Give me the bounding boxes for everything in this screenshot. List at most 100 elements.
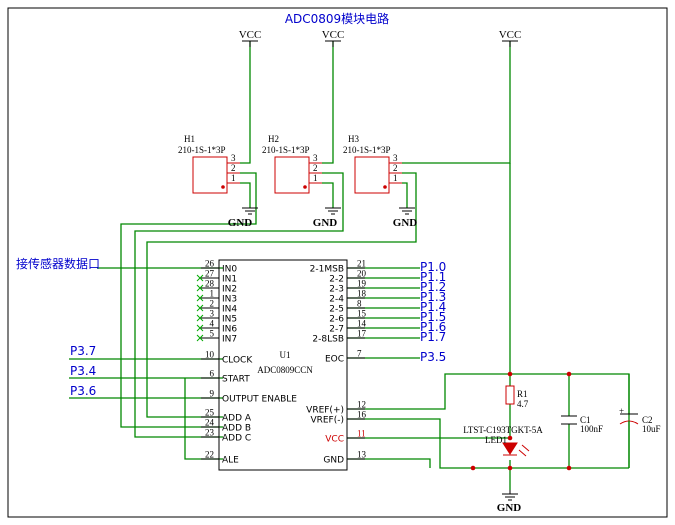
chip-pin-name: 2-3 xyxy=(329,285,344,295)
header-pin: 1 xyxy=(313,173,318,183)
chip-pin-number: 12 xyxy=(357,400,366,410)
chip-pin-number: 27 xyxy=(205,269,215,279)
gnd-symbol: GND xyxy=(313,207,341,229)
header-h1: H1 210-1S-1*3P 3 2 1 xyxy=(178,134,240,194)
led-part: LTST-C193TGKT-5A xyxy=(463,425,543,435)
header-ref: H1 xyxy=(184,134,195,144)
chip-part: ADC0809CCN xyxy=(257,365,313,375)
chip-pin-number: 19 xyxy=(357,279,367,289)
header-value: 210-1S-1*3P xyxy=(262,145,310,155)
chip-pin-name: OUTPUT ENABLE xyxy=(222,395,297,405)
vcc-label: VCC xyxy=(499,29,522,41)
chip-pin-name: 2-6 xyxy=(329,315,344,325)
chip-pin-number: 17 xyxy=(357,329,367,339)
chip-pin-number: 15 xyxy=(357,309,367,319)
chip-pin-name: IN3 xyxy=(222,295,237,305)
net-label-port: P1.3 xyxy=(420,290,446,304)
chip-pin-number: 5 xyxy=(210,329,215,339)
chip-u1: U1 ADC0809CCN 26IN027IN128IN21IN32IN43IN… xyxy=(196,259,446,471)
chip-pin-name: 2-4 xyxy=(329,295,344,305)
net-label-p34: P3.4 xyxy=(70,364,96,378)
chip-pin-name: EOC xyxy=(325,355,344,365)
c2-ref: C2 xyxy=(642,415,653,425)
chip-pin-number: 26 xyxy=(205,259,215,269)
header-pin: 1 xyxy=(231,173,236,183)
chip-pin-name: IN2 xyxy=(222,285,237,295)
net-label-port: P1.2 xyxy=(420,280,446,294)
chip-pin-number: 24 xyxy=(205,418,215,428)
chip-pin-name: GND xyxy=(323,456,344,466)
c1-value: 100nF xyxy=(580,424,603,434)
header-value: 210-1S-1*3P xyxy=(343,145,391,155)
chip-pin-number: 11 xyxy=(357,429,366,439)
chip-pin-number: 23 xyxy=(205,428,215,438)
led1: LTST-C193TGKT-5A LED1 xyxy=(463,425,543,457)
led-ref: LED1 xyxy=(485,435,507,445)
chip-pin-name: IN1 xyxy=(222,275,237,285)
header-ref: H3 xyxy=(348,134,359,144)
wire-layer xyxy=(69,41,630,490)
chip-pin-name: CLOCK xyxy=(222,356,253,366)
gnd-symbol: GND xyxy=(393,207,417,229)
chip-pin-number: 9 xyxy=(210,389,215,399)
net-label-p37: P3.7 xyxy=(70,344,96,358)
chip-pin-number: 20 xyxy=(357,269,367,279)
chip-pin-name: VCC xyxy=(325,435,344,445)
gnd-label: GND xyxy=(228,217,253,229)
no-connect-mark xyxy=(196,294,204,302)
vcc-symbols: VCC VCC VCC xyxy=(239,29,522,47)
net-label-port: P1.7 xyxy=(420,330,446,344)
gnd-label: GND xyxy=(313,217,338,229)
header-pin: 3 xyxy=(313,153,318,163)
net-label-p36: P3.6 xyxy=(70,384,96,398)
no-connect-mark xyxy=(196,314,204,322)
header-pin: 1 xyxy=(393,173,398,183)
chip-pin-number: 16 xyxy=(357,410,367,420)
sheet-border xyxy=(7,7,668,518)
chip-pin-name: ADD B xyxy=(222,424,251,434)
no-connect-mark xyxy=(196,324,204,332)
header-ref: H2 xyxy=(268,134,279,144)
chip-pin-number: 25 xyxy=(205,408,215,418)
header-h3: H3 210-1S-1*3P 3 2 1 xyxy=(343,134,402,194)
chip-pin-name: START xyxy=(222,375,250,385)
chip-pin-number: 22 xyxy=(205,450,214,460)
gnd-label: GND xyxy=(497,502,522,514)
header-pin: 3 xyxy=(393,153,398,163)
net-label-port: P1.4 xyxy=(420,300,446,314)
vcc-label: VCC xyxy=(322,29,345,41)
net-labels: 接传感器数据口 P3.7 P3.4 P3.6 xyxy=(16,256,100,398)
chip-pin-number: 14 xyxy=(357,319,367,329)
chip-pin-name: IN6 xyxy=(222,325,237,335)
header-value: 210-1S-1*3P xyxy=(178,145,226,155)
chip-left-pins: 26IN027IN128IN21IN32IN43IN54IN65IN710CLO… xyxy=(196,259,297,466)
chip-pin-number: 21 xyxy=(357,259,366,269)
chip-pin-number: 2 xyxy=(210,299,215,309)
header-pin: 2 xyxy=(231,163,236,173)
net-label-port: P1.5 xyxy=(420,310,446,324)
capacitor-c1: C1 100nF xyxy=(561,415,603,434)
no-connect-mark xyxy=(196,284,204,292)
gnd-symbol: GND xyxy=(497,490,522,514)
chip-pin-number: 7 xyxy=(357,349,362,359)
c1-ref: C1 xyxy=(580,415,591,425)
schematic-title: ADC0809模块电路 xyxy=(285,11,389,26)
resistor-r1: R1 4.7 xyxy=(505,385,529,409)
chip-pin-name: IN5 xyxy=(222,315,237,325)
r1-ref: R1 xyxy=(517,389,528,399)
no-connect-mark xyxy=(196,334,204,342)
chip-pin-number: 4 xyxy=(210,319,215,329)
header-pin: 2 xyxy=(393,163,398,173)
net-label-port: P1.1 xyxy=(420,270,446,284)
c2-value: 10uF xyxy=(642,424,661,434)
header-h2: H2 210-1S-1*3P 3 2 1 xyxy=(262,134,322,194)
chip-pin-name: IN7 xyxy=(222,335,237,345)
chip-pin-name: 2-8LSB xyxy=(312,335,344,345)
no-connect-mark xyxy=(196,274,204,282)
chip-pin-name: 2-7 xyxy=(329,325,344,335)
chip-pin-name: IN4 xyxy=(222,305,237,315)
vcc-label: VCC xyxy=(239,29,262,41)
chip-pin-name: 2-1MSB xyxy=(310,265,344,275)
